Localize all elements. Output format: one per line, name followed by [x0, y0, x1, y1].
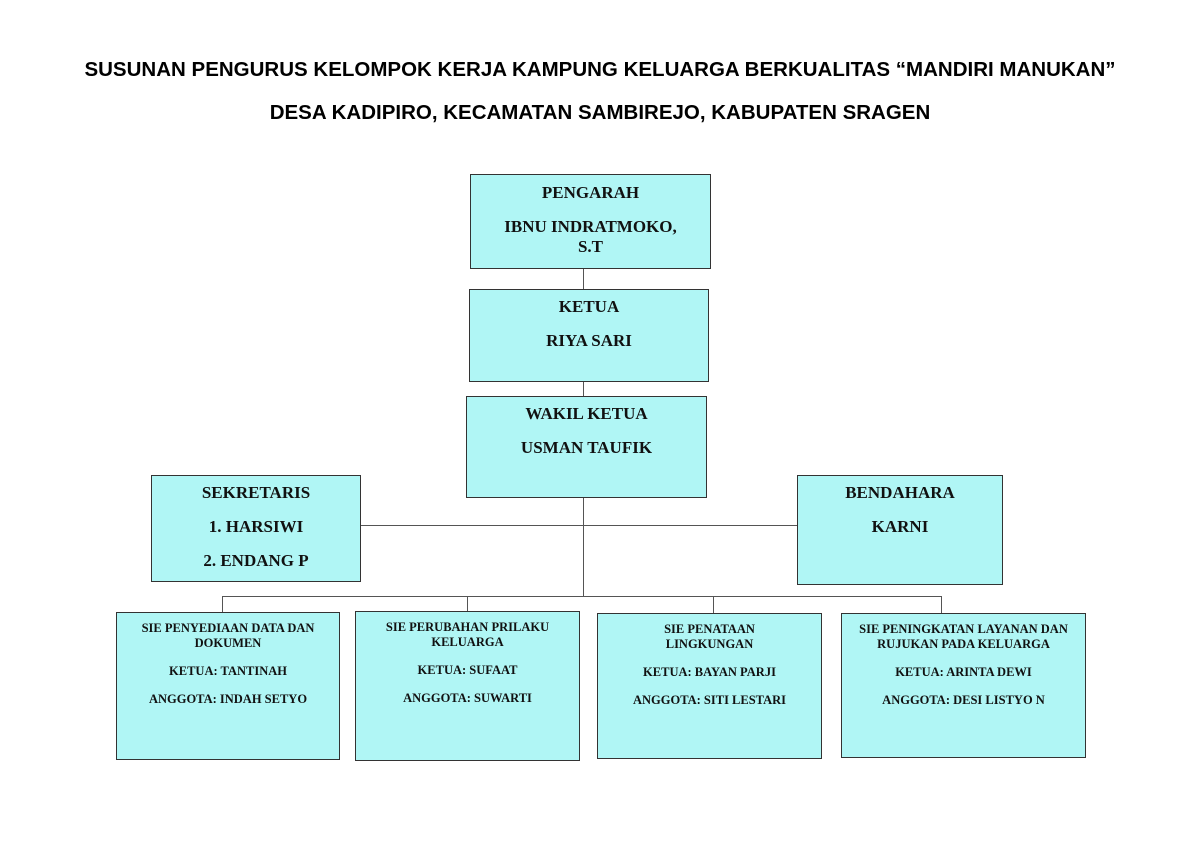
- connector: [467, 596, 468, 611]
- box-sie-penataan-lingkungan: SIE PENATAAN LINGKUNGAN KETUA: BAYAN PAR…: [597, 613, 822, 759]
- person-name: USMAN TAUFIK: [520, 438, 653, 457]
- name-line: IBNU INDRATMOKO,: [504, 217, 677, 236]
- box-bendahara: BENDAHARA KARNI: [797, 475, 1003, 585]
- box-pengarah: PENGARAH IBNU INDRATMOKO,S.T: [470, 174, 711, 269]
- sie-anggota: ANGGOTA: INDAH SETYO: [148, 692, 308, 706]
- person-name: IBNU INDRATMOKO,S.T: [471, 217, 710, 257]
- sie-title: SIE PERUBAHAN PRILAKU KELUARGA: [385, 620, 550, 649]
- person-name: RIYA SARI: [546, 331, 632, 350]
- connector: [583, 268, 584, 289]
- connector: [713, 596, 714, 613]
- box-wakil-ketua: WAKIL KETUA USMAN TAUFIK: [466, 396, 707, 498]
- person-name: KARNI: [871, 517, 929, 536]
- sie-anggota: ANGGOTA: DESI LISTYO N: [882, 693, 1045, 707]
- sie-title: SIE PENATAAN LINGKUNGAN: [664, 622, 755, 651]
- person-name: 2. ENDANG P: [203, 551, 309, 570]
- role-label: BENDAHARA: [845, 483, 955, 502]
- role-label: KETUA: [558, 297, 620, 316]
- box-ketua: KETUA RIYA SARI: [469, 289, 709, 382]
- sie-ketua: KETUA: TANTINAH: [169, 664, 287, 678]
- sie-anggota: ANGGOTA: SUWARTI: [403, 691, 532, 705]
- role-label: PENGARAH: [541, 183, 640, 202]
- box-sekretaris: SEKRETARIS 1. HARSIWI 2. ENDANG P: [151, 475, 361, 582]
- box-sie-peningkatan-layanan: SIE PENINGKATAN LAYANAN DAN RUJUKAN PADA…: [841, 613, 1086, 758]
- connector: [222, 596, 942, 597]
- sie-ketua: KETUA: ARINTA DEWI: [895, 665, 1032, 679]
- connector: [222, 596, 223, 612]
- sie-title: SIE PENINGKATAN LAYANAN DAN RUJUKAN PADA…: [859, 622, 1068, 651]
- name-line: S.T: [577, 237, 604, 256]
- connector: [360, 525, 797, 526]
- chart-title: SUSUNAN PENGURUS KELOMPOK KERJA KAMPUNG …: [84, 58, 1116, 81]
- box-sie-data-dokumen: SIE PENYEDIAAN DATA DAN DOKUMEN KETUA: T…: [116, 612, 340, 760]
- role-label: SEKRETARIS: [201, 483, 311, 502]
- sie-ketua: KETUA: SUFAAT: [417, 663, 518, 677]
- connector: [941, 596, 942, 613]
- connector: [583, 381, 584, 396]
- person-name: 1. HARSIWI: [208, 517, 304, 536]
- sie-title: SIE PENYEDIAAN DATA DAN DOKUMEN: [141, 621, 315, 650]
- connector: [583, 497, 584, 597]
- chart-subtitle: DESA KADIPIRO, KECAMATAN SAMBIREJO, KABU…: [269, 101, 931, 124]
- sie-ketua: KETUA: BAYAN PARJI: [643, 665, 776, 679]
- sie-anggota: ANGGOTA: SITI LESTARI: [632, 693, 787, 707]
- role-label: WAKIL KETUA: [525, 404, 648, 423]
- box-sie-perubahan-prilaku: SIE PERUBAHAN PRILAKU KELUARGA KETUA: SU…: [355, 611, 580, 761]
